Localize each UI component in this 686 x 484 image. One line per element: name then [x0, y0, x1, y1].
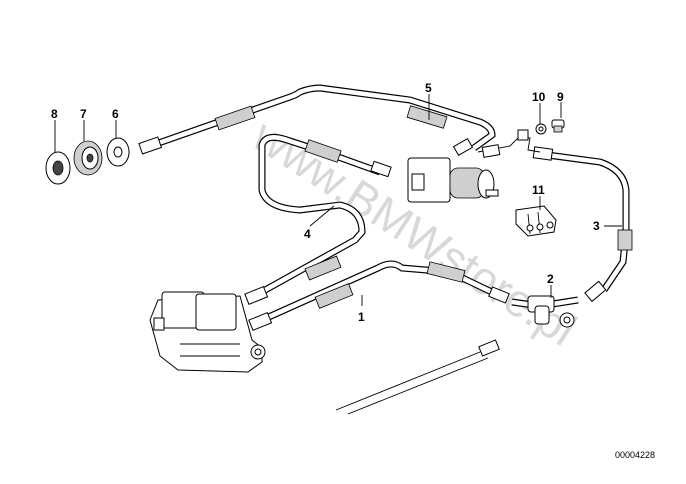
washer-10	[535, 123, 547, 135]
callout-6: 6	[112, 107, 119, 121]
callout-5: 5	[425, 81, 432, 95]
callout-2: 2	[547, 272, 554, 286]
bolt-9	[551, 119, 565, 133]
hose-1	[248, 260, 510, 331]
nut-7	[73, 140, 103, 176]
callout-10: 10	[532, 90, 546, 104]
clip-11	[515, 205, 557, 237]
hose-5	[138, 84, 496, 157]
washer-6	[106, 137, 130, 167]
valve-assembly	[407, 157, 499, 203]
callout-8: 8	[51, 107, 58, 121]
callout-11: 11	[532, 183, 545, 197]
callout-7: 7	[80, 107, 87, 121]
diagram-part-number: 00004228	[615, 450, 655, 460]
t-connector-2	[511, 295, 579, 328]
callout-4: 4	[304, 227, 311, 241]
callout-9: 9	[557, 90, 564, 104]
ring-8	[45, 151, 71, 185]
abs-unit	[149, 291, 266, 373]
brake-pipe	[335, 339, 500, 415]
bracket	[477, 129, 541, 158]
leader-lines	[54, 94, 622, 306]
callout-1: 1	[358, 310, 365, 324]
hose-3	[532, 146, 633, 303]
callout-3: 3	[593, 219, 600, 233]
hose-4	[244, 133, 392, 305]
